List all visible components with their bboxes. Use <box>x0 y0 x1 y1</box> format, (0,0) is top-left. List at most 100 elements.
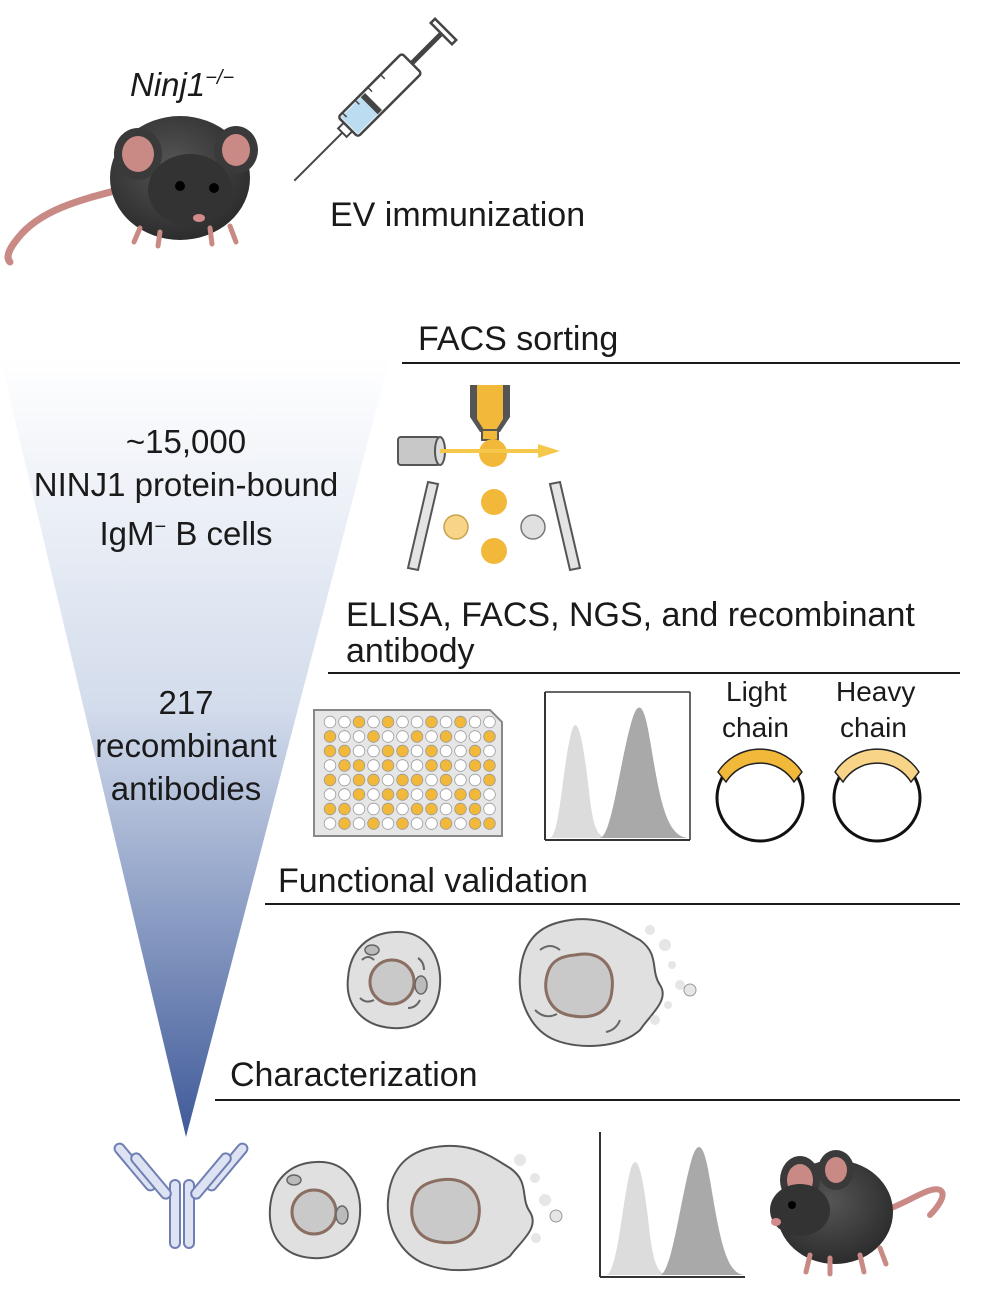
divider <box>328 672 960 674</box>
plate-well <box>396 788 409 801</box>
funnel-desc2-line1: recombinant <box>95 727 277 764</box>
facs-sorter-icon <box>397 385 582 572</box>
plate-well <box>338 788 351 801</box>
healthy-cell-icon <box>268 1160 362 1260</box>
heavy-chain-label-1: Heavy <box>836 676 916 707</box>
plate-well <box>454 730 467 743</box>
plate-well <box>439 759 453 772</box>
plate-well <box>381 744 395 758</box>
funnel-desc-line2: IgM− B cells <box>0 506 372 555</box>
step-functional-validation: Functional validation <box>278 862 588 900</box>
plate-well <box>352 759 366 772</box>
plate-well <box>396 730 409 743</box>
heavy-chain-label-2: chain <box>840 712 907 743</box>
plate-well <box>396 802 409 816</box>
plate-well <box>468 744 482 758</box>
plate-well <box>425 744 438 758</box>
plate-well <box>483 730 496 743</box>
plate-well <box>425 788 438 801</box>
igm-label: IgM <box>99 515 155 552</box>
igm-superscript: − <box>154 516 167 538</box>
genotype-label: Ninj1−/− <box>130 66 234 104</box>
histogram-icon <box>599 1132 745 1278</box>
plate-well <box>439 788 453 801</box>
plate-well <box>381 773 395 787</box>
step-characterization: Characterization <box>230 1056 478 1094</box>
plate-well <box>454 817 467 830</box>
plate-well <box>338 773 351 787</box>
plate-well <box>483 759 496 772</box>
plate-well <box>367 759 380 772</box>
plate-well <box>323 773 337 787</box>
plate-well <box>439 817 453 830</box>
plate-well <box>381 759 395 772</box>
plate-well <box>468 759 482 772</box>
plate-well <box>454 802 467 816</box>
funnel-desc-line1: NINJ1 protein-bound <box>33 466 339 503</box>
plate-well <box>352 802 366 816</box>
plate-well <box>323 744 337 758</box>
mouse-icon <box>770 1150 946 1277</box>
plate-well <box>367 817 380 830</box>
plate-well <box>323 788 337 801</box>
plate-well <box>367 730 380 743</box>
step-elisa-line2: antibody <box>346 632 475 670</box>
plate-well <box>454 773 467 787</box>
plate-well <box>323 817 337 830</box>
plate-well <box>468 802 482 816</box>
plate-well <box>439 730 453 743</box>
light-chain-label-2: chain <box>722 712 789 743</box>
plate-well <box>381 802 395 816</box>
plate-well <box>323 730 337 743</box>
plate-well <box>396 715 409 729</box>
plate-well <box>352 730 366 743</box>
plate-well <box>352 817 366 830</box>
funnel-count-cells: ~15,000 <box>125 423 247 460</box>
plate-well <box>425 730 438 743</box>
plate-well <box>338 715 351 729</box>
plate-well <box>468 730 482 743</box>
funnel-count-antibodies: 217 <box>158 684 214 721</box>
plate-well <box>396 773 409 787</box>
divider <box>215 1099 960 1101</box>
genotype-superscript: −/− <box>205 67 235 89</box>
plate-well <box>396 744 409 758</box>
plate-well <box>367 744 380 758</box>
gene-name: Ninj1 <box>130 66 206 103</box>
plate-well <box>439 744 453 758</box>
plate-well <box>454 759 467 772</box>
plate-well <box>425 817 438 830</box>
ruptured-cell-icon <box>386 1144 563 1272</box>
plate-well <box>425 802 438 816</box>
plate-well <box>381 788 395 801</box>
plate-well <box>468 773 482 787</box>
plate-well <box>410 759 424 772</box>
plate-well <box>352 788 366 801</box>
plate-well <box>396 759 409 772</box>
plate-well <box>323 759 337 772</box>
plate-well <box>425 715 438 729</box>
plate-well <box>367 788 380 801</box>
plate-well <box>468 788 482 801</box>
light-chain-label-1: Light <box>726 676 787 707</box>
plate-well <box>454 715 467 729</box>
plate-well <box>381 730 395 743</box>
plate-well <box>483 802 496 816</box>
plate-well <box>381 817 395 830</box>
plate-well <box>410 817 424 830</box>
plate-well <box>410 788 424 801</box>
plate-well <box>338 759 351 772</box>
plate-well <box>323 802 337 816</box>
plate-well <box>483 744 496 758</box>
syringe-icon <box>293 17 458 182</box>
plate-well <box>367 773 380 787</box>
plate-well <box>425 759 438 772</box>
plate-well <box>338 817 351 830</box>
plate-well <box>410 730 424 743</box>
plate-well <box>439 715 453 729</box>
funnel-desc2-line2: antibodies <box>110 770 262 807</box>
plate-well <box>352 715 366 729</box>
histogram-icon <box>544 691 691 841</box>
antibody-icon <box>113 1142 249 1249</box>
